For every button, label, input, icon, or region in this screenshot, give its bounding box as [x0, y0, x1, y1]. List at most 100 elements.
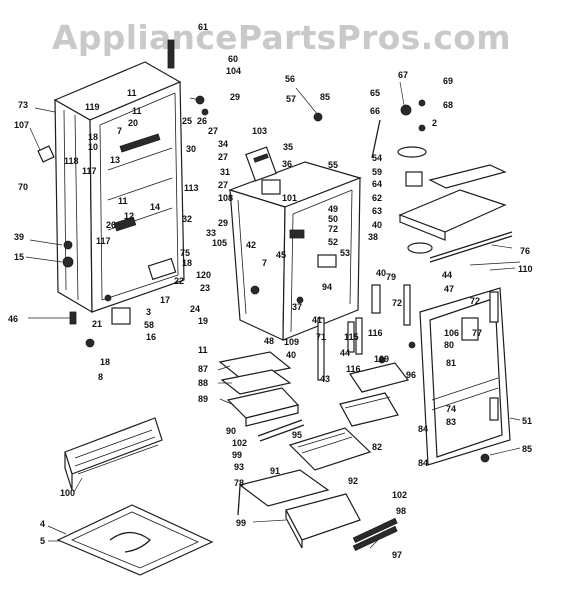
- part-label: 87: [198, 364, 208, 374]
- part-label: 27: [218, 152, 228, 162]
- part-label: 29: [230, 92, 240, 102]
- part-label: 53: [340, 248, 350, 258]
- part-label: 100: [60, 488, 75, 498]
- part-label: 5: [40, 536, 45, 546]
- part-label: 113: [184, 183, 199, 193]
- part-label: 35: [283, 142, 293, 152]
- part-label: 54: [372, 153, 382, 163]
- part-label: 18: [100, 357, 110, 367]
- part-label: 8: [98, 372, 103, 382]
- part-label: 40: [376, 268, 386, 278]
- part-label: 11: [132, 106, 142, 116]
- part-label: 76: [520, 246, 530, 256]
- part-label: 104: [226, 66, 241, 76]
- part-label: 65: [370, 88, 380, 98]
- part-label: 116: [368, 328, 383, 338]
- part-label: 117: [96, 236, 111, 246]
- part-label: 48: [264, 336, 274, 346]
- part-label: 11: [127, 88, 137, 98]
- part-label: 46: [8, 314, 18, 324]
- part-label: 90: [226, 426, 236, 436]
- part-label: 55: [328, 160, 338, 170]
- part-label: 110: [518, 264, 533, 274]
- part-label: 44: [340, 348, 350, 358]
- part-label: 107: [14, 120, 29, 130]
- part-label: 103: [252, 126, 267, 136]
- part-label: 92: [348, 476, 358, 486]
- part-label: 108: [218, 193, 233, 203]
- part-label: 20: [128, 118, 138, 128]
- part-label: 14: [150, 202, 160, 212]
- part-label: 34: [218, 139, 228, 149]
- part-label: 56: [285, 74, 295, 84]
- part-label: 33: [206, 228, 216, 238]
- part-label: 18: [182, 258, 192, 268]
- part-label: 66: [370, 106, 380, 116]
- part-label: 85: [320, 92, 330, 102]
- part-label: 72: [392, 298, 402, 308]
- mullion-parts: [317, 284, 416, 381]
- part-label: 101: [282, 193, 297, 203]
- part-label: 91: [270, 466, 280, 476]
- part-label: 62: [372, 193, 382, 203]
- part-label: 94: [322, 282, 332, 292]
- part-label: 89: [198, 394, 208, 404]
- part-label: 82: [372, 442, 382, 452]
- grille-and-drain-pan: [56, 417, 214, 576]
- part-label: 26: [106, 220, 116, 230]
- part-label: 118: [64, 156, 79, 166]
- part-label: 51: [522, 416, 532, 426]
- part-label: 84: [418, 424, 428, 434]
- part-label: 99: [236, 518, 246, 528]
- part-label: 61: [198, 22, 208, 32]
- part-label: 115: [344, 332, 359, 342]
- part-label: 102: [392, 490, 407, 500]
- part-label: 38: [368, 232, 378, 242]
- part-label: 58: [144, 320, 154, 330]
- part-label: 83: [446, 417, 456, 427]
- part-label: 15: [14, 252, 24, 262]
- part-label: 10: [88, 142, 98, 152]
- part-label: 37: [292, 302, 302, 312]
- part-label: 73: [18, 100, 28, 110]
- part-label: 117: [82, 166, 97, 176]
- part-label: 23: [200, 283, 210, 293]
- part-label: 97: [392, 550, 402, 560]
- part-label: 93: [234, 462, 244, 472]
- part-label: 45: [276, 250, 286, 260]
- part-label: 85: [522, 444, 532, 454]
- part-label: 96: [406, 370, 416, 380]
- part-label: 40: [286, 350, 296, 360]
- part-label: 11: [198, 345, 208, 355]
- part-label: 95: [292, 430, 302, 440]
- part-label: 17: [160, 295, 170, 305]
- part-label: 68: [443, 100, 453, 110]
- hinge-hardware: [371, 99, 427, 187]
- part-label: 7: [262, 258, 267, 268]
- part-label: 50: [328, 214, 338, 224]
- part-label: 81: [446, 358, 456, 368]
- part-label: 21: [92, 319, 102, 329]
- door-panel: [419, 287, 511, 466]
- part-label: 16: [146, 332, 156, 342]
- part-label: 13: [110, 155, 120, 165]
- part-label: 27: [218, 180, 228, 190]
- part-label: 32: [182, 214, 192, 224]
- part-label: 47: [444, 284, 454, 294]
- part-label: 52: [328, 237, 338, 247]
- part-label: 67: [398, 70, 408, 80]
- part-label: 18: [88, 132, 98, 142]
- part-label: 49: [328, 204, 338, 214]
- part-label: 3: [146, 307, 151, 317]
- liner-box: [195, 95, 362, 341]
- shelves-and-drawers: [218, 351, 410, 551]
- part-label: 41: [312, 315, 322, 325]
- part-label: 63: [372, 206, 382, 216]
- part-label: 7: [117, 126, 122, 136]
- part-label: 26: [197, 116, 207, 126]
- part-label: 116: [346, 364, 361, 374]
- part-label: 77: [472, 328, 482, 338]
- part-label: 72: [470, 296, 480, 306]
- part-labels: 61 60 104 73 107 119 11 7 20 11 18 10 13…: [8, 22, 533, 560]
- part-label: 27: [208, 126, 218, 136]
